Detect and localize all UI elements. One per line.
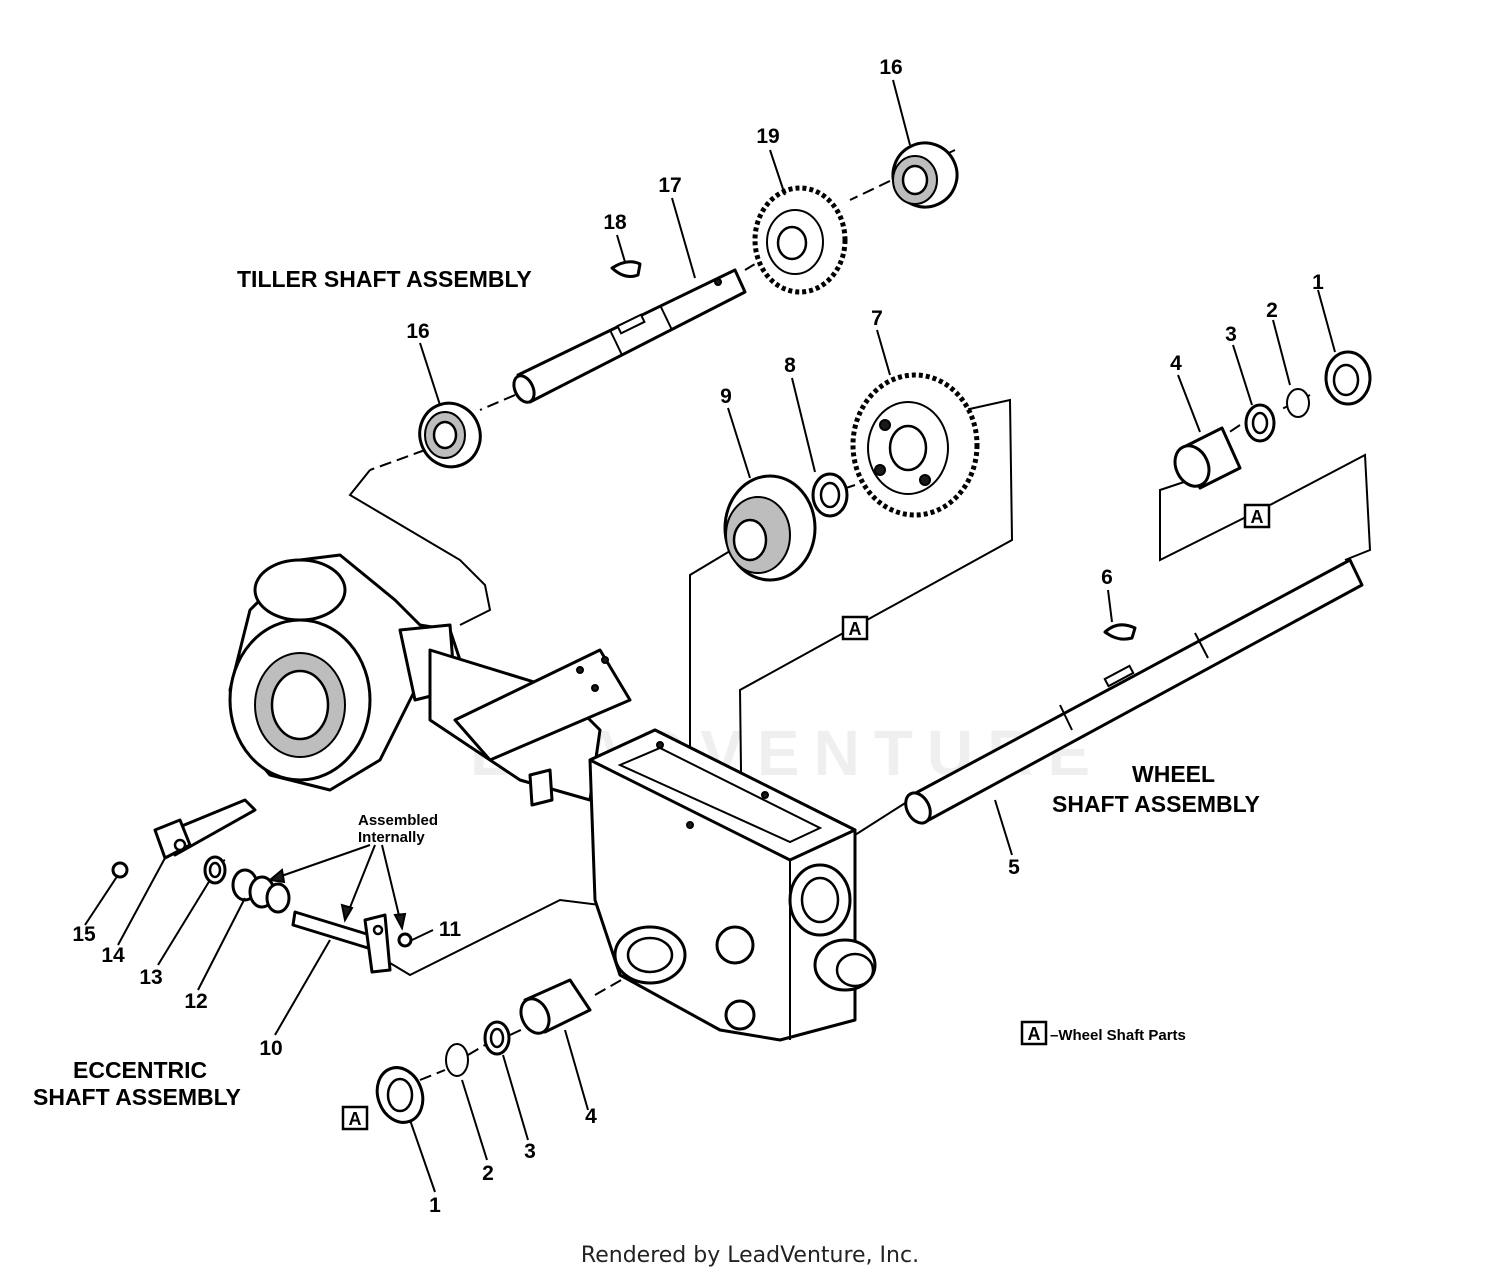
callout-10: 10 (259, 1037, 282, 1060)
callout-17: 17 (658, 174, 681, 197)
wheel-shaft-5 (904, 558, 1364, 825)
key-6 (1103, 623, 1137, 641)
bearing-16-left (418, 401, 482, 469)
washer-13 (203, 855, 227, 885)
callout-6: 6 (1101, 566, 1113, 589)
marker-a-bottom-text: A (349, 1109, 362, 1129)
callout-2-bottom: 2 (482, 1162, 494, 1185)
title-tiller-shaft: TILLER SHAFT ASSEMBLY (237, 266, 532, 292)
bushing-4-right (1173, 426, 1242, 490)
marker-a-wheel-text: A (1251, 507, 1264, 527)
legend-box-text: A (1028, 1024, 1041, 1044)
marker-a-center: A (841, 615, 869, 641)
callout-leaders (84, 79, 1336, 1193)
bearing-1-right (1324, 350, 1372, 406)
callout-11: 11 (439, 918, 462, 941)
marker-a-bottom: A (341, 1105, 369, 1131)
bracket-lines (348, 398, 1372, 977)
title-wheel-line1: WHEEL (1132, 761, 1215, 787)
callout-16-left: 16 (406, 320, 429, 343)
title-eccentric-line2: SHAFT ASSEMBLY (33, 1084, 241, 1110)
clip-2-right (1286, 388, 1310, 418)
screw-15 (111, 861, 129, 879)
render-credit: Rendered by LeadVenture, Inc. (580, 1243, 920, 1268)
springs-12 (231, 868, 291, 914)
title-wheel-line2: SHAFT ASSEMBLY (1052, 791, 1260, 817)
callout-15: 15 (72, 923, 96, 946)
callout-4-right: 4 (1170, 352, 1182, 375)
transmission-case (588, 728, 877, 1042)
note-assembled-line1: Assembled (358, 812, 438, 829)
screw-11 (397, 932, 413, 948)
callout-1-right: 1 (1312, 271, 1324, 294)
eccentric-shaft-10 (291, 910, 392, 974)
bearing-16-top (891, 141, 959, 209)
note-assembled-line2: Internally (358, 829, 425, 846)
legend: A –Wheel Shaft Parts (1020, 1020, 1186, 1046)
legend-text: –Wheel Shaft Parts (1050, 1027, 1186, 1044)
tiller-shaft-17 (512, 268, 747, 404)
gear-7 (850, 372, 980, 518)
callout-5: 5 (1008, 856, 1020, 879)
washer-3-bottom (483, 1020, 511, 1056)
callout-4-bottom: 4 (585, 1105, 597, 1128)
callout-16-top: 16 (879, 56, 902, 79)
marker-a-center-text: A (849, 619, 862, 639)
clip-2-bottom (445, 1043, 469, 1077)
bearing-1-bottom (375, 1066, 425, 1124)
callout-3-right: 3 (1225, 323, 1237, 346)
callout-19: 19 (756, 125, 779, 148)
marker-a-wheel: A (1243, 503, 1271, 529)
callout-14: 14 (101, 944, 125, 967)
key-18 (610, 260, 642, 278)
ring-8 (811, 472, 849, 518)
callout-9: 9 (720, 385, 732, 408)
bushing-4-bottom (519, 978, 592, 1035)
callout-1-bottom: 1 (429, 1194, 441, 1217)
callout-2-right: 2 (1266, 299, 1278, 322)
callout-12: 12 (184, 990, 207, 1013)
callout-7: 7 (871, 307, 883, 330)
gear-19 (752, 185, 848, 295)
title-eccentric-line1: ECCENTRIC (73, 1057, 207, 1083)
part-callouts: 16 19 17 18 16 7 8 9 1 2 3 4 6 5 11 15 1… (72, 56, 1324, 1217)
callout-18: 18 (603, 211, 627, 234)
washer-3-right (1244, 403, 1276, 443)
callout-3-bottom: 3 (524, 1140, 536, 1163)
lever-14 (153, 798, 257, 860)
callout-13: 13 (139, 966, 162, 989)
tine-housing-tube (228, 553, 632, 807)
hub-9 (723, 474, 817, 582)
callout-8: 8 (784, 354, 796, 377)
